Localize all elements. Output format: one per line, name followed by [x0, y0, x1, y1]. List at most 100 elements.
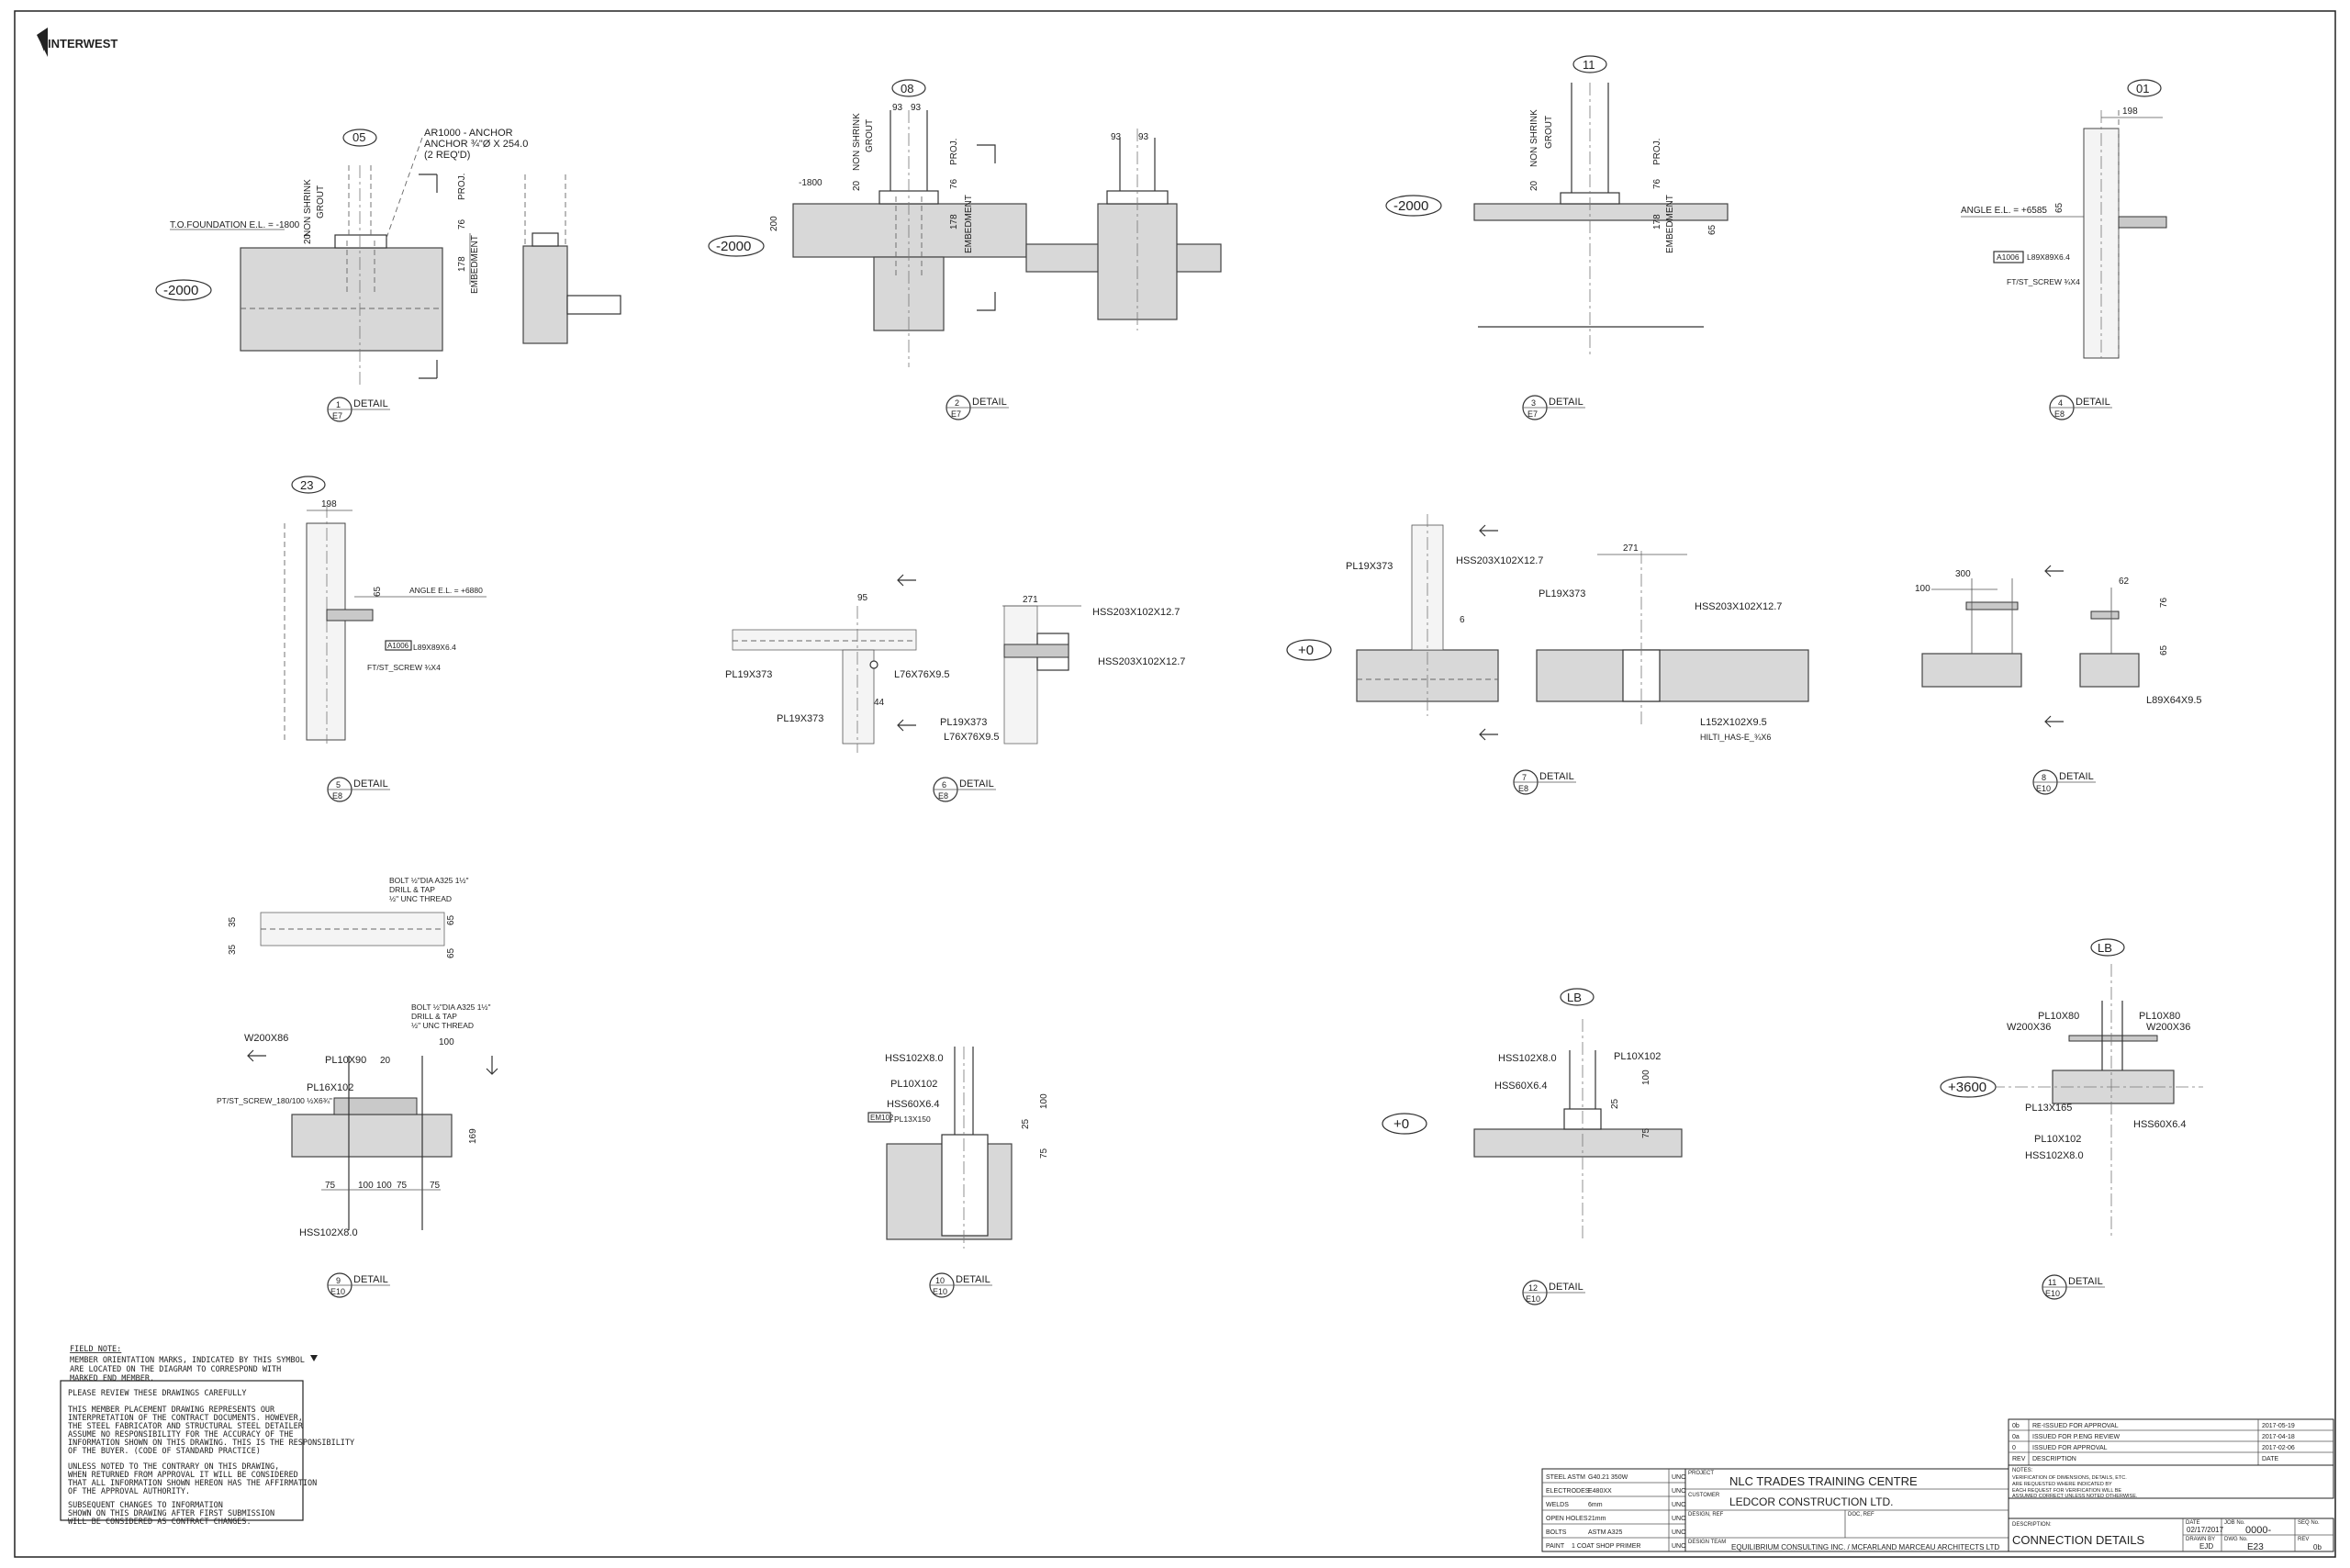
spec-label: OPEN HOLES: [1546, 1516, 1588, 1522]
detail-label: DETAIL: [353, 778, 388, 790]
bolt-label: BOLT ½"DIA A325 1½": [389, 876, 469, 885]
spec-value: E480XX: [1588, 1488, 1612, 1495]
review-note-line: WHEN RETURNED FROM APPROVAL IT WILL BE C…: [68, 1471, 298, 1480]
elevation-text: -2000: [1393, 198, 1428, 214]
plate-label: PL10X80: [2139, 1011, 2180, 1022]
anchor-label-2: ANCHOR ¾"Ø X 254.0: [424, 139, 528, 150]
job-label: JOB No.: [2224, 1520, 2245, 1526]
rev-description: ISSUED FOR APPROVAL: [2032, 1445, 2108, 1451]
tof-label: T.O.FOUNDATION E.L. = -1800: [170, 220, 300, 230]
spec-value: ASTM A325: [1588, 1529, 1622, 1536]
project-name: NLC TRADES TRAINING CENTRE: [1729, 1474, 1918, 1488]
review-note-line: SUBSEQUENT CHANGES TO INFORMATION: [68, 1501, 223, 1510]
field-note-line: ARE LOCATED ON THE DIAGRAM TO CORRESPOND…: [70, 1365, 281, 1374]
spec-unit: UNO: [1672, 1529, 1686, 1536]
dim-93: 93: [1138, 132, 1149, 142]
dim-65: 65: [2054, 202, 2065, 213]
angle-label: L76X76X9.5: [944, 732, 1000, 743]
column-tag: [2090, 938, 2125, 957]
angle-elev-label: ANGLE E.L. = +6880: [409, 586, 483, 595]
elevation-text: +0: [1393, 1116, 1409, 1132]
concrete-slab: [1473, 203, 1729, 221]
plate-label: PL13X150: [894, 1114, 931, 1124]
detail-number: 12: [1528, 1283, 1538, 1293]
job-number: 0000-: [2245, 1525, 2271, 1536]
review-note-line: UNLESS NOTED TO THE CONTRARY ON THIS DRA…: [68, 1462, 279, 1472]
dim-76: 76: [1652, 178, 1662, 189]
detail-number: 10: [935, 1276, 945, 1285]
detail-1: T.O.FOUNDATION E.L. = -1800 05 -2000 AR1…: [155, 128, 621, 422]
detail-number: 8: [2042, 773, 2046, 782]
detail-number: 1: [336, 400, 341, 409]
company-logo: INTERWEST: [37, 28, 118, 57]
review-note-line: SHOWN ON THIS DRAWING AFTER FIRST SUBMIS…: [68, 1509, 274, 1518]
dim-75: 75: [1641, 1127, 1651, 1138]
angle-label: L76X76X9.5: [894, 669, 950, 680]
grout-label-2: GROUT: [1544, 116, 1554, 149]
dim-76: 76: [949, 178, 959, 189]
design-team-label: DESIGN TEAM: [1688, 1540, 1726, 1545]
project-label: PROJECT: [1688, 1471, 1714, 1476]
detail-sheet: E7: [332, 411, 342, 420]
dim-76: 76: [457, 218, 467, 230]
detail-sheet: E8: [332, 791, 342, 801]
hss-label: HSS203X102X12.7: [1098, 656, 1185, 667]
dim-75: 75: [1039, 1148, 1049, 1159]
elevation-text: +3600: [1948, 1080, 1986, 1095]
detail-12: LB +0 HSS102X8.0 PL10X102 HSS60X6.4 100 …: [1382, 988, 1683, 1305]
dim-20: 20: [303, 233, 313, 244]
base-plate: [334, 234, 387, 249]
dim-65: 65: [446, 947, 456, 958]
detail-label: DETAIL: [2076, 397, 2110, 408]
detail-sheet: E10: [1526, 1294, 1540, 1304]
dim-100: 100: [439, 1037, 454, 1047]
elevation-text: -2000: [716, 239, 751, 254]
detail-number: 2: [955, 398, 959, 408]
detail-9: BOLT ½"DIA A325 1½" DRILL & TAP ½" UNC T…: [217, 876, 498, 1298]
hss-label: HSS203X102X12.7: [1456, 555, 1543, 566]
dwg-label: DWG No.: [2224, 1537, 2248, 1542]
detail-sheet: E10: [330, 1287, 345, 1296]
drawn-by: EJD: [2199, 1542, 2213, 1551]
detail-3: 11 -2000 20 NON SHRINK GROUT 76 PROJ. 17…: [1385, 55, 1729, 420]
drawing-description: CONNECTION DETAILS: [2012, 1533, 2145, 1547]
review-note-line: INTERPRETATION OF THE CONTRACT DOCUMENTS…: [68, 1414, 303, 1423]
anchor-label: AR1000 - ANCHOR: [424, 128, 513, 139]
spec-value: G40.21 350W: [1588, 1474, 1628, 1481]
hss-label: HSS102X8.0: [885, 1053, 944, 1064]
detail-label: DETAIL: [353, 1274, 388, 1285]
detail-label: DETAIL: [1549, 1282, 1583, 1293]
dim-198: 198: [2122, 106, 2138, 117]
drawn-by-label: DRAWN BY: [2186, 1537, 2215, 1542]
dim-93: 93: [892, 103, 903, 113]
dim-75: 75: [325, 1181, 336, 1191]
elevation-tag: [1382, 1113, 1427, 1135]
anchor-label: HILTI_HAS-E_¾X6: [1700, 733, 1771, 742]
detail-number: 7: [1522, 773, 1527, 782]
notes-line: ASSUMED CORRECT UNLESS NOTED OTHERWISE.: [2012, 1494, 2138, 1499]
column-tag-text: 23: [300, 478, 313, 492]
mark-em102: EM102: [870, 1114, 894, 1122]
angle-size-label: L89X89X6.4: [2027, 252, 2070, 262]
detail-label: DETAIL: [2059, 771, 2094, 782]
dim-100: 100: [358, 1181, 374, 1191]
column-tag: [1572, 55, 1607, 73]
elevation-tag: [155, 279, 212, 301]
dim-100: 100: [1915, 584, 1930, 594]
detail-sheet: E10: [2036, 784, 2051, 793]
spec-value: 6mm: [1588, 1502, 1603, 1508]
plate-label: PL19X373: [1346, 561, 1393, 572]
dim-178: 178: [949, 214, 959, 230]
detail-label: DETAIL: [2068, 1276, 2103, 1287]
dim-35: 35: [228, 944, 238, 955]
rev-date: 2017-02-06: [2262, 1445, 2295, 1451]
dim-20: 20: [380, 1056, 391, 1066]
detail-sheet: E7: [1528, 409, 1538, 419]
seq-label: SEQ No.: [2298, 1520, 2320, 1526]
dim-76: 76: [2159, 597, 2169, 608]
column-tag-text: LB: [2098, 941, 2112, 955]
dim-65: 65: [373, 586, 383, 597]
screw-label: FT/ST_SCREW ¾X4: [367, 663, 441, 672]
review-note-line: ASSUME NO RESPONSIBILITY FOR THE ACCURAC…: [68, 1430, 294, 1439]
